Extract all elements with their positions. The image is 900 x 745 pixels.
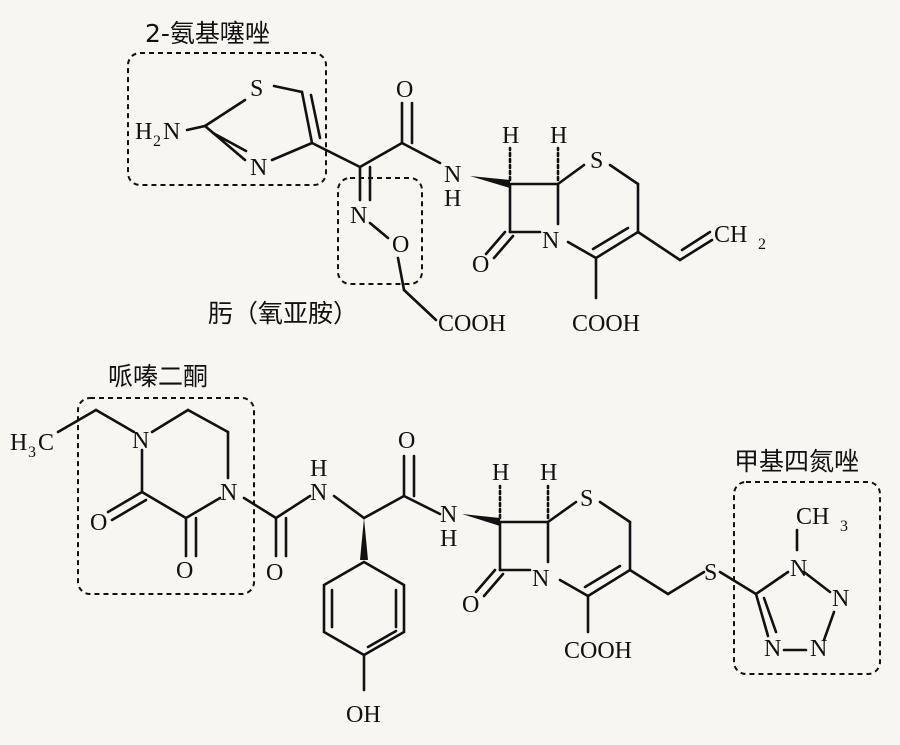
atom-h-c7-top: H <box>502 123 519 149</box>
box-aminothiazole <box>127 52 327 186</box>
atom-s-thioether: S <box>704 560 717 586</box>
atom-s-ring-bottom: S <box>580 486 593 512</box>
atom-nh2-h: H <box>135 119 152 145</box>
amino-group: H 2 N <box>135 119 180 150</box>
atom-n4-piperazine: N <box>220 480 237 506</box>
box-piperazinedione <box>77 397 255 595</box>
atom-h3c-c: C <box>38 430 54 456</box>
atom-n-urea-nh: N <box>310 480 327 506</box>
atom-n1-piperazine: N <box>132 428 149 454</box>
cooh-side-chain: COOH <box>438 311 506 337</box>
cooh-ring-top: COOH <box>572 311 640 337</box>
atom-h-c7-bottom: H <box>492 460 509 486</box>
atom-nh2-n: N <box>163 119 180 145</box>
cephem-core-top <box>470 146 714 300</box>
atom-n1-tetrazole: N <box>790 556 807 582</box>
atom-amide-n-top: N <box>444 162 461 188</box>
bottom-molecule: 哌嗪二酮 H 3 C N N O O <box>10 362 881 728</box>
atom-h-amide-bottom: H <box>440 526 457 552</box>
tetrazole-ring <box>754 528 836 652</box>
atom-n3-tetrazole: N <box>810 636 827 662</box>
caption-methyltetrazole: 甲基四氮唑 <box>734 447 859 476</box>
atom-n4-tetrazole: N <box>764 636 781 662</box>
atom-oxime-n: N <box>350 203 367 229</box>
atom-ch3-ch: CH <box>796 504 829 530</box>
thiazole-ring <box>185 84 322 162</box>
atom-o-piperazine-left: O <box>90 510 107 536</box>
atom-o-piperazine-bottom: O <box>176 558 193 584</box>
atom-amide-o-top: O <box>396 77 413 103</box>
cooh-ring-bottom: COOH <box>564 638 632 664</box>
atom-o-lactam-bottom: O <box>462 592 479 618</box>
urea-linkage <box>274 494 366 558</box>
oxime-carbon-chain <box>310 101 442 202</box>
atom-n2-tetrazole: N <box>832 586 849 612</box>
atom-h3c-subscript: 3 <box>28 444 36 461</box>
caption-aminothiazole: 2-氨基噻唑 <box>145 19 270 48</box>
atom-h3c-h: H <box>10 430 27 456</box>
atom-ch3-subscript: 3 <box>840 518 848 535</box>
atom-n-amide-bottom: N <box>440 502 457 528</box>
atom-nh2-subscript: 2 <box>153 133 161 150</box>
atom-vinyl-ch: CH <box>714 222 747 248</box>
caption-piperazinedione: 哌嗪二酮 <box>108 362 208 391</box>
box-methyltetrazole <box>733 481 881 675</box>
atom-oh-phenol: OH <box>346 702 381 728</box>
atom-h-c6-bottom: H <box>540 460 557 486</box>
atom-amide-h-top: H <box>444 186 461 212</box>
atom-h-urea-nh: H <box>310 456 327 482</box>
atom-o-urea: O <box>266 560 283 586</box>
piperazinedione-ring <box>56 408 278 558</box>
atom-o-amide-bottom: O <box>398 428 415 454</box>
atom-s-ring-top: S <box>590 148 603 174</box>
atom-n-lactam-top: N <box>542 228 559 254</box>
caption-oxime: 肟（氧亚胺） <box>208 299 358 328</box>
atom-vinyl-subscript: 2 <box>758 236 766 253</box>
cephem-core-bottom <box>462 484 758 634</box>
top-molecule: 2-氨基噻唑 S N H 2 N <box>127 19 766 337</box>
atom-n-lactam-bottom: N <box>532 566 549 592</box>
atom-oxime-o: O <box>392 232 409 258</box>
atom-h-c6-top: H <box>550 123 567 149</box>
box-oxime <box>337 177 423 285</box>
atom-o-lactam-top: O <box>472 252 489 278</box>
atom-thiazole-n: N <box>250 155 267 181</box>
atom-thiazole-s: S <box>250 76 263 102</box>
phenylglycine <box>322 454 442 692</box>
